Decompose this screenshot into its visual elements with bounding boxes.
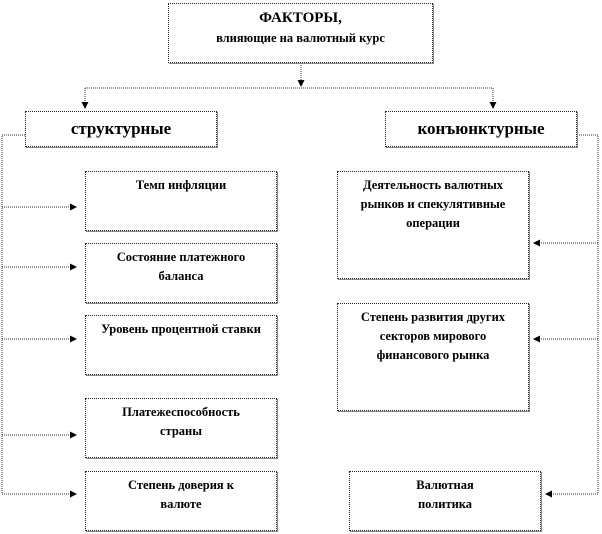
factor-box: Степень доверия к валюте: [85, 471, 277, 531]
root-box: ФАКТОРЫ, влияющие на валютный курс: [168, 3, 433, 63]
factor-box: Уровень процентной ставки: [85, 315, 277, 375]
structural-trunk: [1, 134, 25, 494]
category-conjunctural: конъюнктурные: [385, 111, 577, 147]
factor-box: Платежеспособность страны: [85, 398, 277, 458]
root-subtitle: влияющие на валютный курс: [216, 31, 385, 45]
factor-box: Степень развития других секторов мировог…: [337, 303, 529, 411]
conjunctural-trunk: [577, 134, 599, 494]
factor-box: Валютная политика: [349, 471, 541, 531]
factor-box: Состояние платежного баланса: [85, 243, 277, 303]
root-title: ФАКТОРЫ,: [259, 10, 342, 26]
factor-box: Темп инфляции: [85, 171, 277, 231]
category-structural: структурные: [25, 111, 217, 147]
factor-box: Деятельность валютных рынков и спекуляти…: [337, 171, 529, 279]
